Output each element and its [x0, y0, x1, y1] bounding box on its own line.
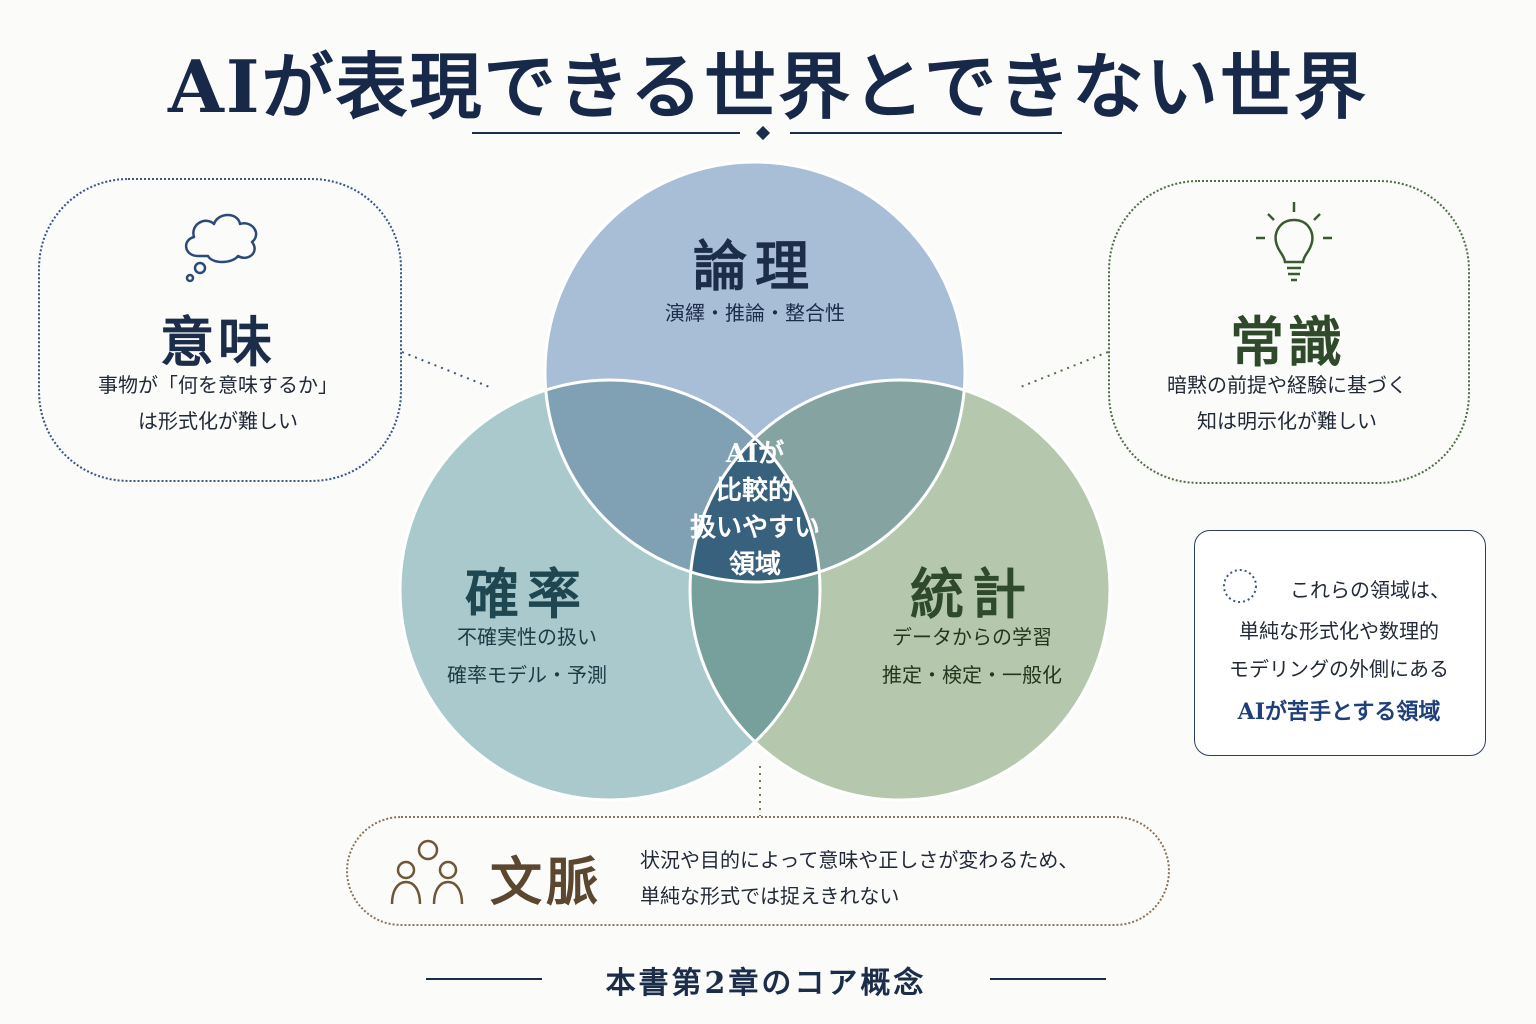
probability-label: 確率	[465, 562, 589, 626]
footer-caption: 本書第2章のコア概念	[605, 966, 927, 1001]
note-line3: モデリングの外側にある	[1229, 657, 1449, 681]
center-line2: 比較的	[715, 476, 794, 506]
context-bubble	[346, 816, 1170, 926]
footer-rule-right	[990, 978, 1106, 980]
logic-probability-overlap	[545, 380, 820, 582]
common-sense-desc1: 暗黙の前提や経験に基づく	[1167, 373, 1407, 397]
center-line1: AIが	[725, 439, 785, 469]
note-line1: これらの領域は、	[1290, 578, 1450, 602]
people-icon	[390, 839, 464, 905]
logic-label: 論理	[693, 234, 817, 298]
dotted-circle-icon	[1223, 569, 1257, 603]
probability-sub1: 不確実性の扱い	[457, 625, 597, 649]
common-sense-label: 常識	[1230, 310, 1346, 374]
meaning-desc2: は形式化が難しい	[138, 409, 298, 433]
meaning-bubble	[38, 178, 402, 482]
note-box	[1194, 530, 1486, 756]
meaning-label: 意味	[160, 310, 276, 374]
page-title: AIが表現できる世界とできない世界	[168, 44, 1368, 129]
footer-rule-left	[426, 978, 542, 980]
context-label: 文脈	[489, 852, 602, 913]
thought-cloud-icon	[185, 213, 258, 283]
common-sense-desc2: 知は明示化が難しい	[1197, 409, 1377, 433]
logic-statistics-overlap	[690, 380, 965, 582]
title-rule-left	[472, 132, 740, 134]
center-line3: 扱いやすい	[689, 513, 820, 543]
note-line2: 単純な形式化や数理的	[1239, 619, 1439, 643]
context-desc1: 状況や目的によって意味や正しさが変わるため、	[640, 848, 1079, 872]
statistics-sub1: データからの学習	[892, 625, 1052, 649]
common-sense-bubble	[1108, 180, 1470, 484]
context-desc2: 単純な形式では捉えきれない	[640, 884, 900, 908]
statistics-label: 統計	[910, 562, 1034, 626]
center-label: AIが 比較的 扱いやすい 領域	[660, 436, 850, 584]
logic-sub: 演繹・推論・整合性	[665, 301, 845, 325]
center-line4: 領域	[728, 550, 781, 580]
note-highlight: AIが苦手とする領域	[1237, 699, 1441, 725]
lightbulb-icon	[1256, 202, 1332, 282]
title-rule-right	[790, 132, 1062, 134]
statistics-sub2: 推定・検定・一般化	[882, 663, 1062, 687]
meaning-desc1: 事物が「何を意味するか」	[98, 373, 338, 397]
probability-sub2: 確率モデル・予測	[447, 663, 607, 687]
